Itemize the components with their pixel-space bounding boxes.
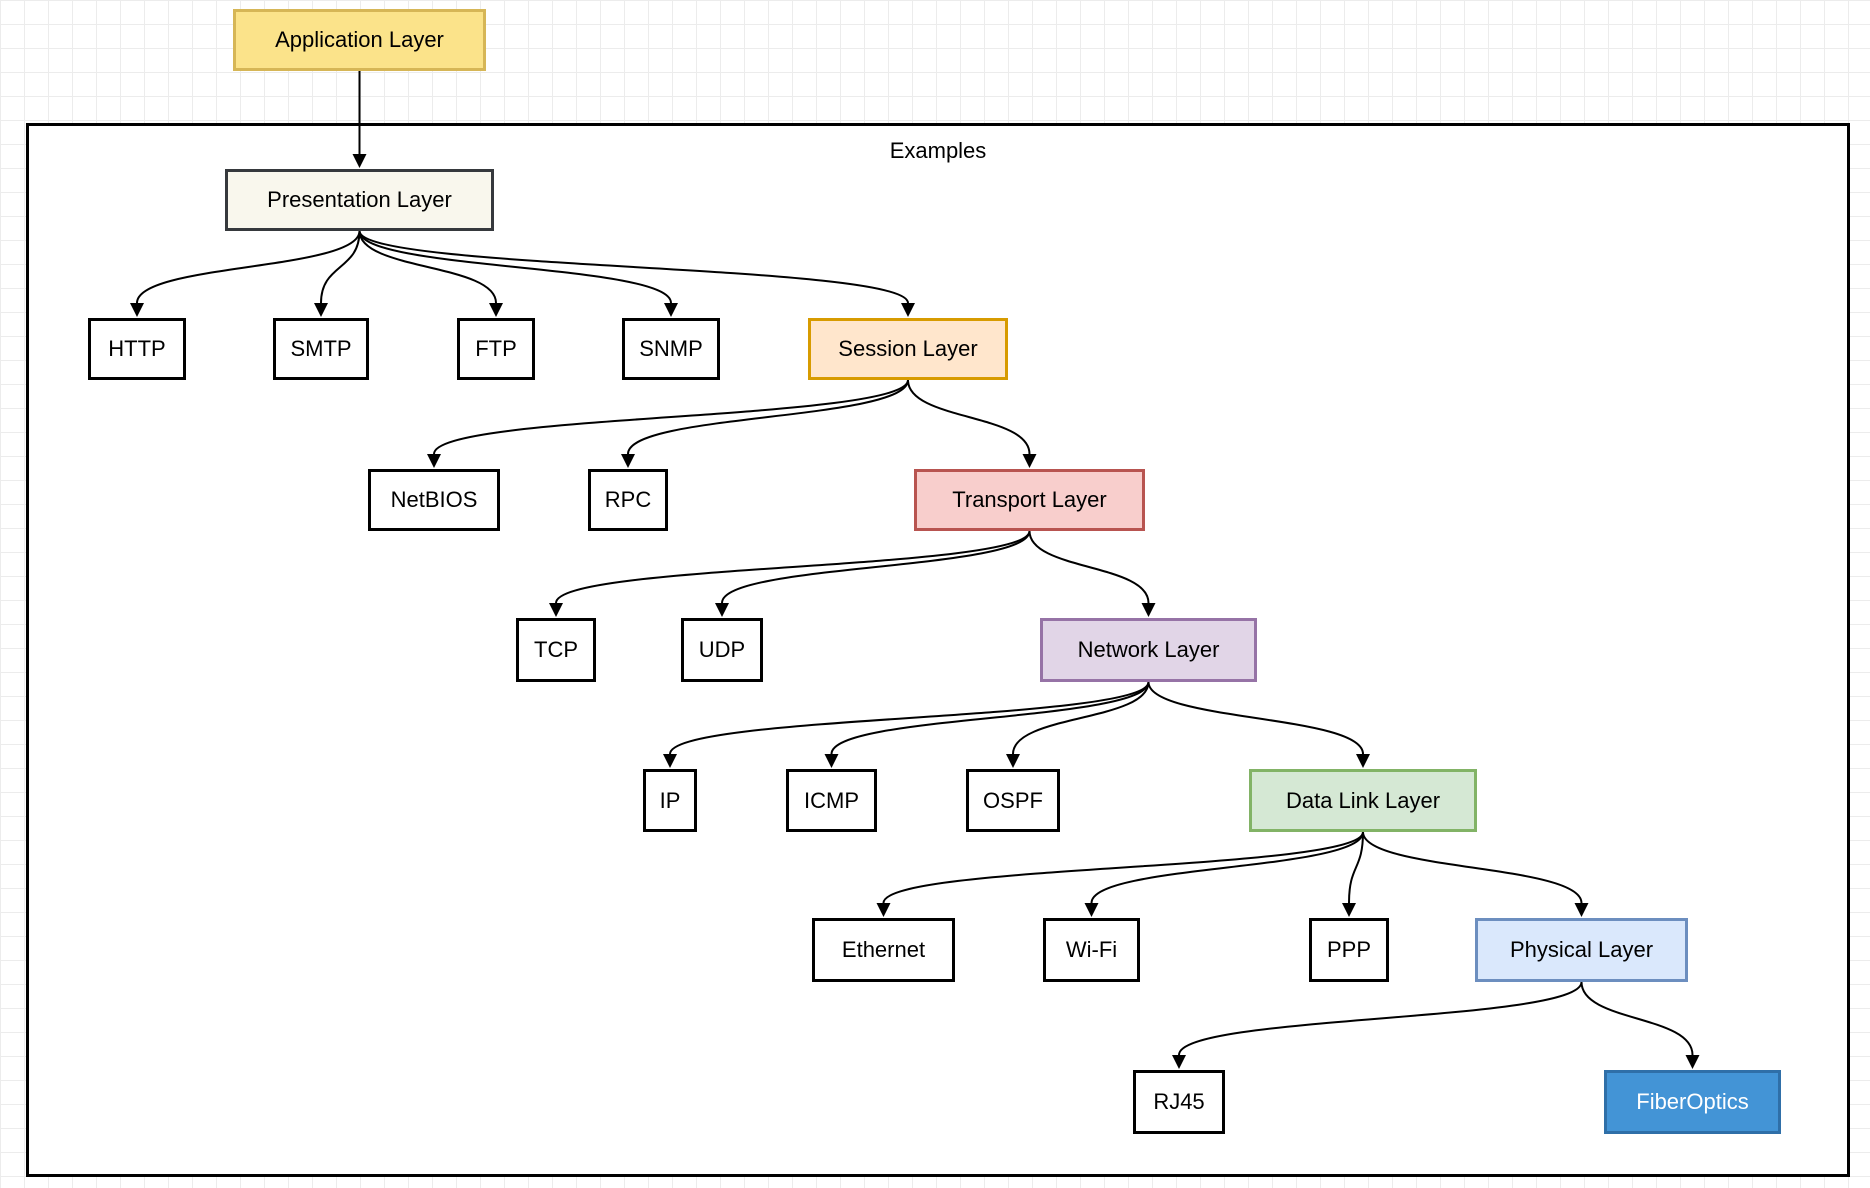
arrowhead-icon: [715, 603, 729, 617]
node-snmp[interactable]: SNMP: [622, 318, 720, 380]
node-ospf[interactable]: OSPF: [966, 769, 1060, 832]
node-ftp[interactable]: FTP: [457, 318, 535, 380]
connector-session-netbios[interactable]: [433, 379, 909, 455]
node-wi-fi[interactable]: Wi-Fi: [1043, 918, 1140, 982]
connector-network-ospf[interactable]: [1012, 681, 1150, 755]
node-label: SNMP: [639, 336, 703, 361]
node-label: Wi-Fi: [1065, 937, 1118, 962]
arrowhead-icon: [314, 303, 328, 317]
node-label: IP: [659, 787, 681, 813]
node-label: OSPF: [983, 787, 1043, 813]
examples-container[interactable]: Examples: [26, 123, 1850, 1177]
connector-transport-udp[interactable]: [721, 530, 1031, 604]
node-label: Data Link Layer: [1285, 787, 1441, 813]
node-netbios[interactable]: NetBIOS: [368, 469, 500, 531]
arrowhead-icon: [1084, 903, 1099, 917]
connector-datalink-ppp[interactable]: [1348, 831, 1364, 904]
connector-presentation-snmp[interactable]: [358, 230, 672, 304]
node-label: Application Layer: [275, 27, 444, 52]
node-label: NetBIOS: [390, 487, 478, 512]
connector-physical-fiberoptics[interactable]: [1580, 981, 1694, 1056]
arrowhead-icon: [876, 903, 891, 917]
node-label: Network Layer: [1077, 637, 1220, 662]
node-smtp[interactable]: SMTP: [273, 318, 369, 380]
arrowhead-icon: [1172, 1055, 1186, 1069]
connector-presentation-session[interactable]: [358, 230, 909, 304]
arrowhead-icon: [489, 303, 503, 317]
node-ppp[interactable]: PPP: [1309, 918, 1389, 982]
node-label: RJ45: [1153, 1089, 1205, 1114]
node-label: ICMP: [804, 787, 859, 813]
arrowhead-icon: [1141, 603, 1156, 617]
arrowhead-icon: [1685, 1055, 1700, 1069]
node-label: PPP: [1326, 937, 1372, 962]
node-application-layer[interactable]: Application Layer: [233, 9, 486, 71]
node-network-layer[interactable]: Network Layer: [1040, 618, 1257, 682]
node-label: UDP: [698, 637, 746, 662]
arrowhead-icon: [824, 754, 839, 768]
node-label: TCP: [534, 637, 578, 662]
arrowhead-icon: [1356, 754, 1370, 768]
node-rj45[interactable]: RJ45: [1133, 1070, 1225, 1134]
node-udp[interactable]: UDP: [681, 618, 763, 682]
node-presentation-layer[interactable]: Presentation Layer: [225, 169, 494, 231]
node-data-link-layer[interactable]: Data Link Layer: [1249, 769, 1477, 832]
connector-datalink-physical[interactable]: [1362, 831, 1583, 904]
arrowhead-icon: [901, 303, 915, 317]
connector-presentation-ftp[interactable]: [358, 230, 497, 304]
node-http[interactable]: HTTP: [88, 318, 186, 380]
connector-datalink-ethernet[interactable]: [882, 831, 1364, 904]
arrowhead-icon: [1342, 903, 1356, 917]
node-fiberoptics[interactable]: FiberOptics: [1604, 1070, 1781, 1134]
arrowhead-icon: [664, 303, 678, 317]
arrowhead-icon: [1574, 903, 1589, 917]
arrowhead-icon: [130, 303, 144, 317]
connector-session-transport[interactable]: [907, 379, 1031, 455]
node-label: Transport Layer: [952, 487, 1107, 512]
node-physical-layer[interactable]: Physical Layer: [1475, 918, 1688, 982]
node-label: FTP: [475, 336, 517, 361]
node-label: FiberOptics: [1636, 1089, 1749, 1114]
arrowhead-icon: [621, 454, 635, 468]
node-label: HTTP: [108, 336, 166, 361]
node-icmp[interactable]: ICMP: [786, 769, 877, 832]
node-label: Ethernet: [841, 937, 926, 962]
connector-network-datalink[interactable]: [1147, 681, 1364, 755]
connector-presentation-smtp[interactable]: [320, 230, 361, 304]
connector-datalink-wifi[interactable]: [1090, 831, 1364, 904]
node-transport-layer[interactable]: Transport Layer: [914, 469, 1145, 531]
container-label: Examples: [889, 138, 987, 163]
node-label: SMTP: [290, 336, 352, 361]
node-ethernet[interactable]: Ethernet: [812, 918, 955, 982]
arrowhead-icon: [549, 603, 563, 617]
connector-presentation-http[interactable]: [136, 230, 361, 304]
node-label: Presentation Layer: [267, 187, 452, 212]
connector-transport-network[interactable]: [1028, 530, 1150, 604]
arrowhead-icon: [352, 154, 367, 168]
connector-network-icmp[interactable]: [830, 681, 1150, 755]
node-ip[interactable]: IP: [643, 769, 697, 832]
arrowhead-icon: [1022, 454, 1037, 468]
node-session-layer[interactable]: Session Layer: [808, 318, 1008, 380]
arrowhead-icon: [663, 754, 677, 768]
arrowhead-icon: [1006, 754, 1020, 768]
connector-network-ip[interactable]: [669, 681, 1150, 755]
connector-transport-tcp[interactable]: [555, 530, 1031, 604]
node-tcp[interactable]: TCP: [516, 618, 596, 682]
node-rpc[interactable]: RPC: [588, 469, 668, 531]
connector-physical-rj45[interactable]: [1178, 981, 1583, 1056]
connector-session-rpc[interactable]: [627, 379, 909, 455]
arrowhead-icon: [427, 454, 441, 468]
node-label: Session Layer: [838, 336, 978, 361]
node-label: Physical Layer: [1509, 937, 1654, 962]
node-label: RPC: [604, 487, 652, 512]
